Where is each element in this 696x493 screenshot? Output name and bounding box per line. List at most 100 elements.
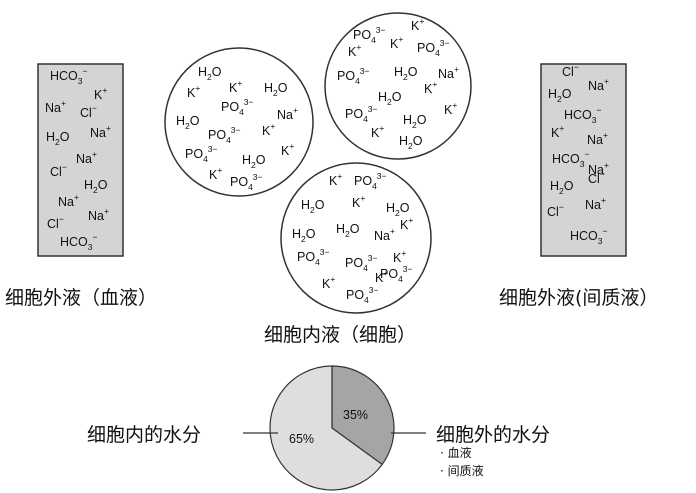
ion-subscript: 4 <box>226 135 231 145</box>
ion-symbol: PO <box>345 107 363 121</box>
ion-charge: − <box>600 169 605 179</box>
ion-label: Na+ <box>76 149 97 166</box>
ion-label: Na+ <box>45 98 66 115</box>
ion-charge: 3− <box>368 253 378 263</box>
ion-symbol: Na <box>45 101 61 115</box>
ion-label: K+ <box>375 268 388 285</box>
cell-circle-left <box>164 47 314 197</box>
ion-charge: 3− <box>377 171 387 181</box>
ion-symbol: PO <box>353 28 371 42</box>
ion-label: Na+ <box>374 226 395 243</box>
ion-label: PO43− <box>230 172 263 192</box>
ion-label: Cl− <box>80 103 97 120</box>
ion-subscript: 2 <box>559 186 564 196</box>
ion-symbol: K <box>390 37 399 51</box>
ion-label: Cl− <box>562 62 579 79</box>
ion-subscript: 2 <box>412 120 417 130</box>
ion-symbol-tail: O <box>350 222 360 236</box>
ion-symbol: Na <box>588 163 604 177</box>
ion-label: Na+ <box>58 192 79 209</box>
ion-subscript: 2 <box>273 88 278 98</box>
ion-label: K+ <box>551 123 564 140</box>
ion-subscript: 2 <box>185 121 190 131</box>
ion-symbol: H <box>394 65 403 79</box>
ion-symbol: H <box>550 179 559 193</box>
ion-symbol: K <box>348 45 357 59</box>
ion-charge: + <box>452 100 457 110</box>
ion-charge: + <box>270 121 275 131</box>
ion-label: PO43− <box>345 104 378 124</box>
ion-subscript: 2 <box>403 72 408 82</box>
ion-symbol: K <box>281 144 290 158</box>
ion-symbol: K <box>393 251 402 265</box>
ion-symbol: K <box>229 81 238 95</box>
ion-label: Cl− <box>50 162 67 179</box>
ion-charge: + <box>217 165 222 175</box>
ion-symbol: PO <box>297 250 315 264</box>
ion-symbol-tail: O <box>315 198 325 212</box>
ion-subscript: 3 <box>592 115 597 125</box>
blood-box <box>37 63 124 257</box>
ion-charge: 3− <box>231 125 241 135</box>
ion-label: K+ <box>348 42 361 59</box>
caption-cell: 细胞内液（细胞） <box>264 324 417 346</box>
ion-label: H2O <box>399 134 423 151</box>
ion-symbol: K <box>424 82 433 96</box>
ion-charge: + <box>408 215 413 225</box>
ion-charge: + <box>61 98 66 108</box>
ion-subscript: 3 <box>78 76 83 86</box>
ion-label: PO43− <box>380 264 413 284</box>
ion-label: K+ <box>322 274 335 291</box>
ion-subscript: 2 <box>207 72 212 82</box>
ion-symbol-tail: O <box>306 227 316 241</box>
ion-symbol: Cl <box>50 165 62 179</box>
ion-symbol: K <box>444 103 453 117</box>
ion-subscript: 4 <box>371 35 376 45</box>
ion-label: K+ <box>390 34 403 51</box>
ion-charge: + <box>330 274 335 284</box>
ion-symbol: H <box>336 222 345 236</box>
ion-label: H2O <box>378 90 402 107</box>
ion-charge: − <box>83 66 88 76</box>
ion-charge: − <box>92 103 97 113</box>
ion-label: HCO3− <box>50 66 88 86</box>
ion-symbol: K <box>352 196 361 210</box>
ion-label: PO43− <box>353 25 386 45</box>
ion-symbol: HCO <box>50 69 78 83</box>
ion-symbol: Cl <box>562 65 574 79</box>
ion-label: Na+ <box>588 76 609 93</box>
ion-symbol: H <box>84 178 93 192</box>
ion-label: PO43− <box>337 66 370 86</box>
ion-symbol: H <box>403 113 412 127</box>
ion-label: K+ <box>329 171 342 188</box>
ion-symbol: PO <box>380 267 398 281</box>
pie-slice-intracellular <box>269 365 383 491</box>
extracellular-water-list: 血液 间质液 <box>440 444 484 480</box>
ion-charge: 3− <box>244 97 254 107</box>
ion-label: H2O <box>84 178 108 195</box>
ion-subscript: 2 <box>251 160 256 170</box>
ion-subscript: 3 <box>598 236 603 246</box>
ion-subscript: 3 <box>88 242 93 252</box>
ion-label: HCO3− <box>552 149 590 169</box>
ion-label: PO43− <box>354 171 387 191</box>
ion-subscript: 4 <box>363 114 368 124</box>
ion-charge: + <box>360 193 365 203</box>
ion-charge: + <box>104 206 109 216</box>
ion-label: K+ <box>281 141 294 158</box>
ion-subscript: 3 <box>580 159 585 169</box>
ion-symbol: Na <box>90 126 106 140</box>
ion-label: HCO3− <box>564 105 602 125</box>
ion-symbol: PO <box>337 69 355 83</box>
ion-symbol: Cl <box>547 205 559 219</box>
ion-symbol: H <box>198 65 207 79</box>
ion-subscript: 2 <box>395 208 400 218</box>
ion-symbol: HCO <box>570 229 598 243</box>
ion-symbol: Na <box>588 79 604 93</box>
ion-subscript: 4 <box>203 154 208 164</box>
ion-charge: + <box>74 192 79 202</box>
ion-symbol: K <box>322 277 331 291</box>
ion-label: H2O <box>176 114 200 131</box>
ion-charge: + <box>383 268 388 278</box>
